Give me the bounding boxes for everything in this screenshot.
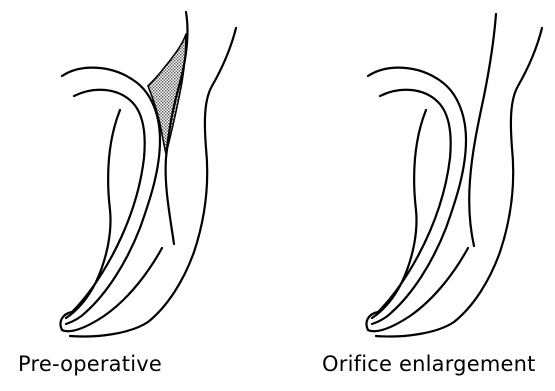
outer-root-left [62,68,160,324]
outer-root-right [70,28,236,336]
outer-root-left [368,68,466,324]
canal-line [66,110,120,318]
orifice-enlargement-tooth-drawing [366,14,542,336]
preoperative-tooth-drawing [60,12,236,336]
outer-root-right [376,28,542,336]
dentin-overhang-shaded [148,34,186,154]
caption-preoperative: Pre-operative [18,352,162,376]
caption-orifice-enlargement: Orifice enlargement [322,352,536,376]
enlarged-orifice-wall [469,14,496,246]
canal-line [372,110,426,318]
